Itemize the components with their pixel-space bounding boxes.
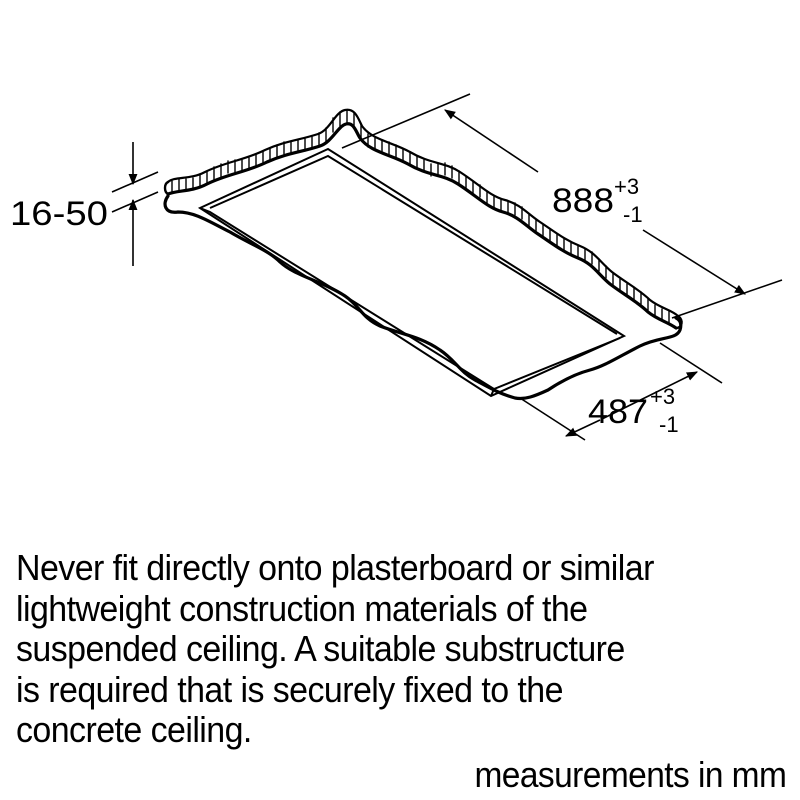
dimension-thickness xyxy=(111,142,159,266)
cutout-outer xyxy=(197,147,627,398)
note-line: Never fit directly onto plasterboard or … xyxy=(16,547,654,588)
slab-hatching xyxy=(171,109,670,324)
dimension-width-value: 487 xyxy=(588,393,648,431)
ceiling-slab xyxy=(163,108,683,401)
slab-front-edge xyxy=(163,194,683,401)
installation-warning-note: Never fit directly onto plasterboard or … xyxy=(16,547,741,751)
units-caption: measurements in mm xyxy=(474,754,786,795)
dimension-length-value: 888 xyxy=(552,182,614,220)
note-line: lightweight construction materials of th… xyxy=(16,587,588,629)
dimension-length-tol-minus: -1 xyxy=(623,202,643,227)
slab-left-cap xyxy=(163,180,170,196)
dimension-length-tol-plus: +3 xyxy=(614,174,639,199)
note-line: suspended ceiling. A suitable substructu… xyxy=(16,628,625,669)
slab-back-edge-bottom xyxy=(166,122,678,330)
slab-back-edge-top xyxy=(166,108,680,318)
note-line: is required that is securely fixed to th… xyxy=(16,668,563,710)
dimension-width-tol-minus: -1 xyxy=(659,412,679,437)
dimension-width-tol-plus: +3 xyxy=(650,384,675,409)
dimension-width xyxy=(519,342,723,441)
note-line: concrete ceiling. xyxy=(16,709,252,750)
cutout-inner-bevel xyxy=(209,154,618,335)
cutout-bevel-front xyxy=(199,207,621,391)
cutout-opening xyxy=(197,147,627,398)
dimension-thickness-label: 16-50 xyxy=(10,195,108,233)
ceiling-cutout-diagram: 16-50 888 +3 -1 487 +3 -1 xyxy=(10,93,783,441)
dimension-length xyxy=(341,93,783,319)
